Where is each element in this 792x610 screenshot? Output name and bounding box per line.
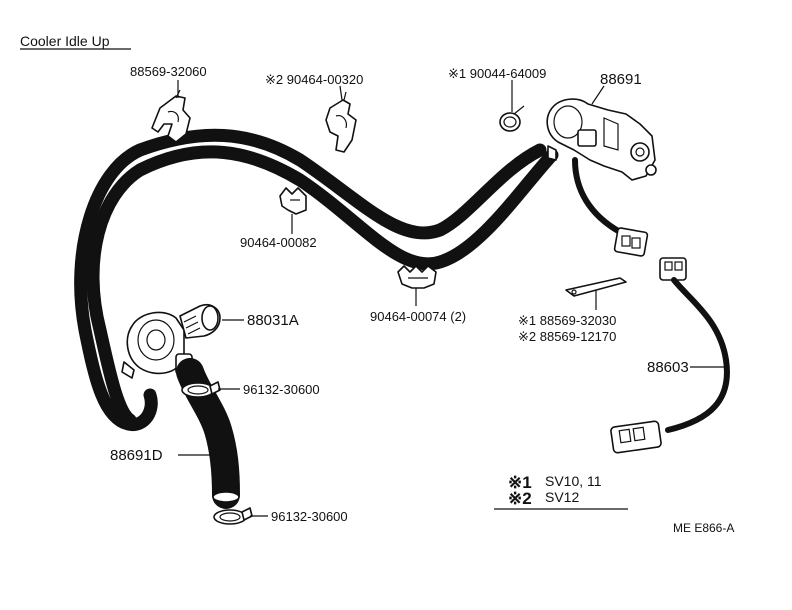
legend-mark-2: ※2 (508, 489, 532, 508)
label-wire-harness: 88603 (647, 359, 689, 376)
label-clip-top-mid: ※2 90464-00320 (265, 72, 363, 87)
band-90044-64009 (499, 105, 525, 132)
label-clip-mid: 90464-00082 (240, 235, 317, 250)
label-bracket-2: ※2 88569-12170 (518, 329, 616, 344)
diagram-title: Cooler Idle Up (20, 33, 110, 49)
valve-88031a (121, 303, 221, 379)
legend-mark-1: ※1 (508, 473, 532, 492)
legend-text-2: SV12 (545, 489, 579, 505)
vacuum-hose (74, 128, 559, 431)
clamp-lower (213, 507, 253, 525)
clip-90464-00082 (279, 187, 307, 215)
label-band-top: ※1 90044-64009 (448, 66, 546, 81)
clip-90464-00320 (325, 91, 357, 153)
label-clip-lower: 90464-00074 (2) (370, 309, 466, 324)
leader-lines (177, 80, 724, 517)
label-clamp-upper: 96132-30600 (243, 382, 320, 397)
label-clamp-lower: 96132-30600 (271, 509, 348, 524)
label-bracket-1: ※1 88569-32030 (518, 313, 616, 328)
label-hose: 88691D (110, 447, 163, 464)
clip-88569-32060 (151, 89, 191, 143)
drawing-code: ME E866-A (673, 521, 734, 535)
label-valve: 88031A (247, 312, 299, 329)
label-clip-top-left: 88569-32060 (130, 64, 207, 79)
vsv-connector (613, 227, 649, 257)
clamp-upper (181, 381, 221, 398)
bracket-88569 (565, 277, 627, 297)
label-vsv: 88691 (600, 71, 642, 88)
legend-text-1: SV10, 11 (545, 473, 602, 489)
vsv-lead-wire (572, 157, 623, 235)
clip-90464-00074 (397, 265, 437, 289)
wire-harness-88603 (610, 257, 730, 454)
vsv-88691 (546, 98, 657, 181)
legend: ※1 SV10, 11 ※2 SV12 (494, 473, 628, 510)
